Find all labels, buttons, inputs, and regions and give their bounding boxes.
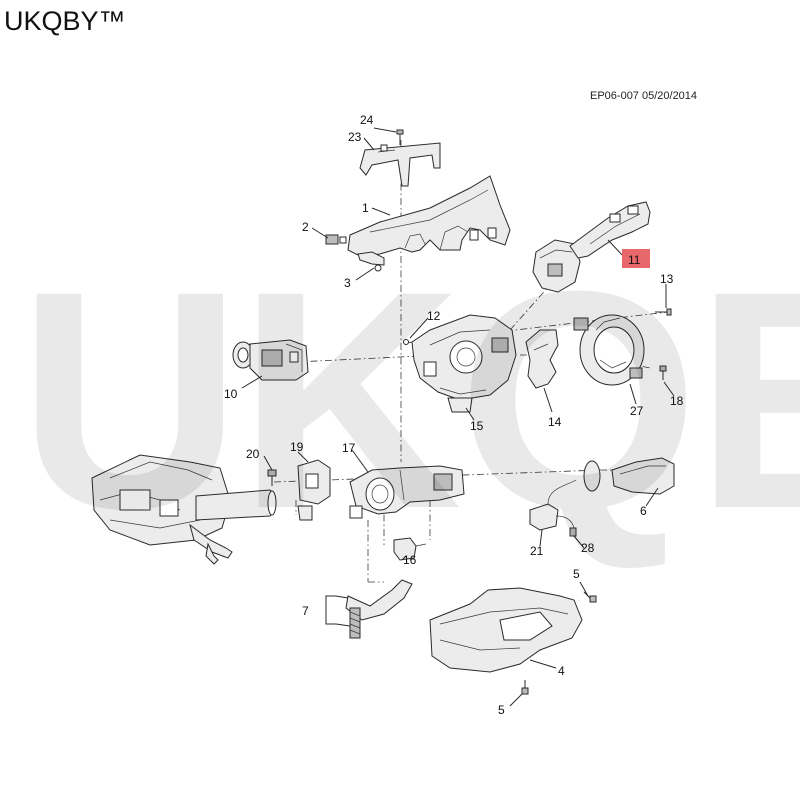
part-5-screw-upper xyxy=(583,591,597,603)
part-12-screw xyxy=(403,339,409,345)
part-11-multifunction-switch xyxy=(532,201,651,293)
part-11-highlight xyxy=(622,249,650,268)
callout-16: 16 xyxy=(403,553,417,567)
callout-13: 13 xyxy=(660,272,674,286)
callout-3: 3 xyxy=(344,276,351,290)
callout-18: 18 xyxy=(670,394,684,408)
callout-2: 2 xyxy=(302,220,309,234)
part-19-bracket xyxy=(297,459,331,521)
part-15-lock-housing xyxy=(411,314,517,413)
callout-labels: 24 23 1 2 3 11 13 12 10 15 14 27 18 20 1… xyxy=(224,113,684,717)
callout-1: 1 xyxy=(362,201,369,215)
callout-5-upper: 5 xyxy=(573,567,580,581)
diagram-code: EP06-007 05/20/2014 xyxy=(590,90,698,102)
part-14-bracket xyxy=(525,329,559,389)
part-17-lock-cylinder xyxy=(349,465,465,519)
part-5-screw-lower xyxy=(521,680,529,695)
callout-21: 21 xyxy=(530,544,544,558)
callout-24: 24 xyxy=(360,113,374,127)
callout-7: 7 xyxy=(302,604,309,618)
callout-11: 11 xyxy=(628,253,641,267)
callout-10: 10 xyxy=(224,387,238,401)
part-7-bracket xyxy=(345,579,413,639)
part-21-connector xyxy=(529,479,577,531)
callout-17: 17 xyxy=(342,441,356,455)
callout-27: 27 xyxy=(630,404,644,418)
part-16-sensor xyxy=(393,537,427,561)
steering-column xyxy=(91,454,277,565)
part-18-screw xyxy=(659,365,667,380)
callout-19: 19 xyxy=(290,440,304,454)
part-1-upper-shroud xyxy=(347,175,511,257)
part-28-pin xyxy=(569,527,577,537)
callout-14: 14 xyxy=(548,415,562,429)
callout-5-lower: 5 xyxy=(498,703,505,717)
part-4-lower-shroud xyxy=(429,587,583,673)
callout-28: 28 xyxy=(581,541,595,555)
part-2-clip xyxy=(325,234,347,245)
part-24-screw xyxy=(396,129,404,145)
callout-12: 12 xyxy=(427,309,441,323)
brand-logo-text: UKQBY™ xyxy=(4,6,126,36)
part-3-lever xyxy=(357,251,385,272)
part-13-screw xyxy=(655,308,672,316)
part-20-screw xyxy=(267,469,277,486)
part-6-cover xyxy=(583,457,675,495)
part-23-bracket xyxy=(359,142,441,187)
callout-6: 6 xyxy=(640,504,647,518)
callout-23: 23 xyxy=(348,130,362,144)
part-27-clock-spring xyxy=(573,314,645,386)
callout-4: 4 xyxy=(558,664,565,678)
part-10-ignition-switch xyxy=(232,339,309,381)
callout-15: 15 xyxy=(470,419,484,433)
callout-20: 20 xyxy=(246,447,260,461)
